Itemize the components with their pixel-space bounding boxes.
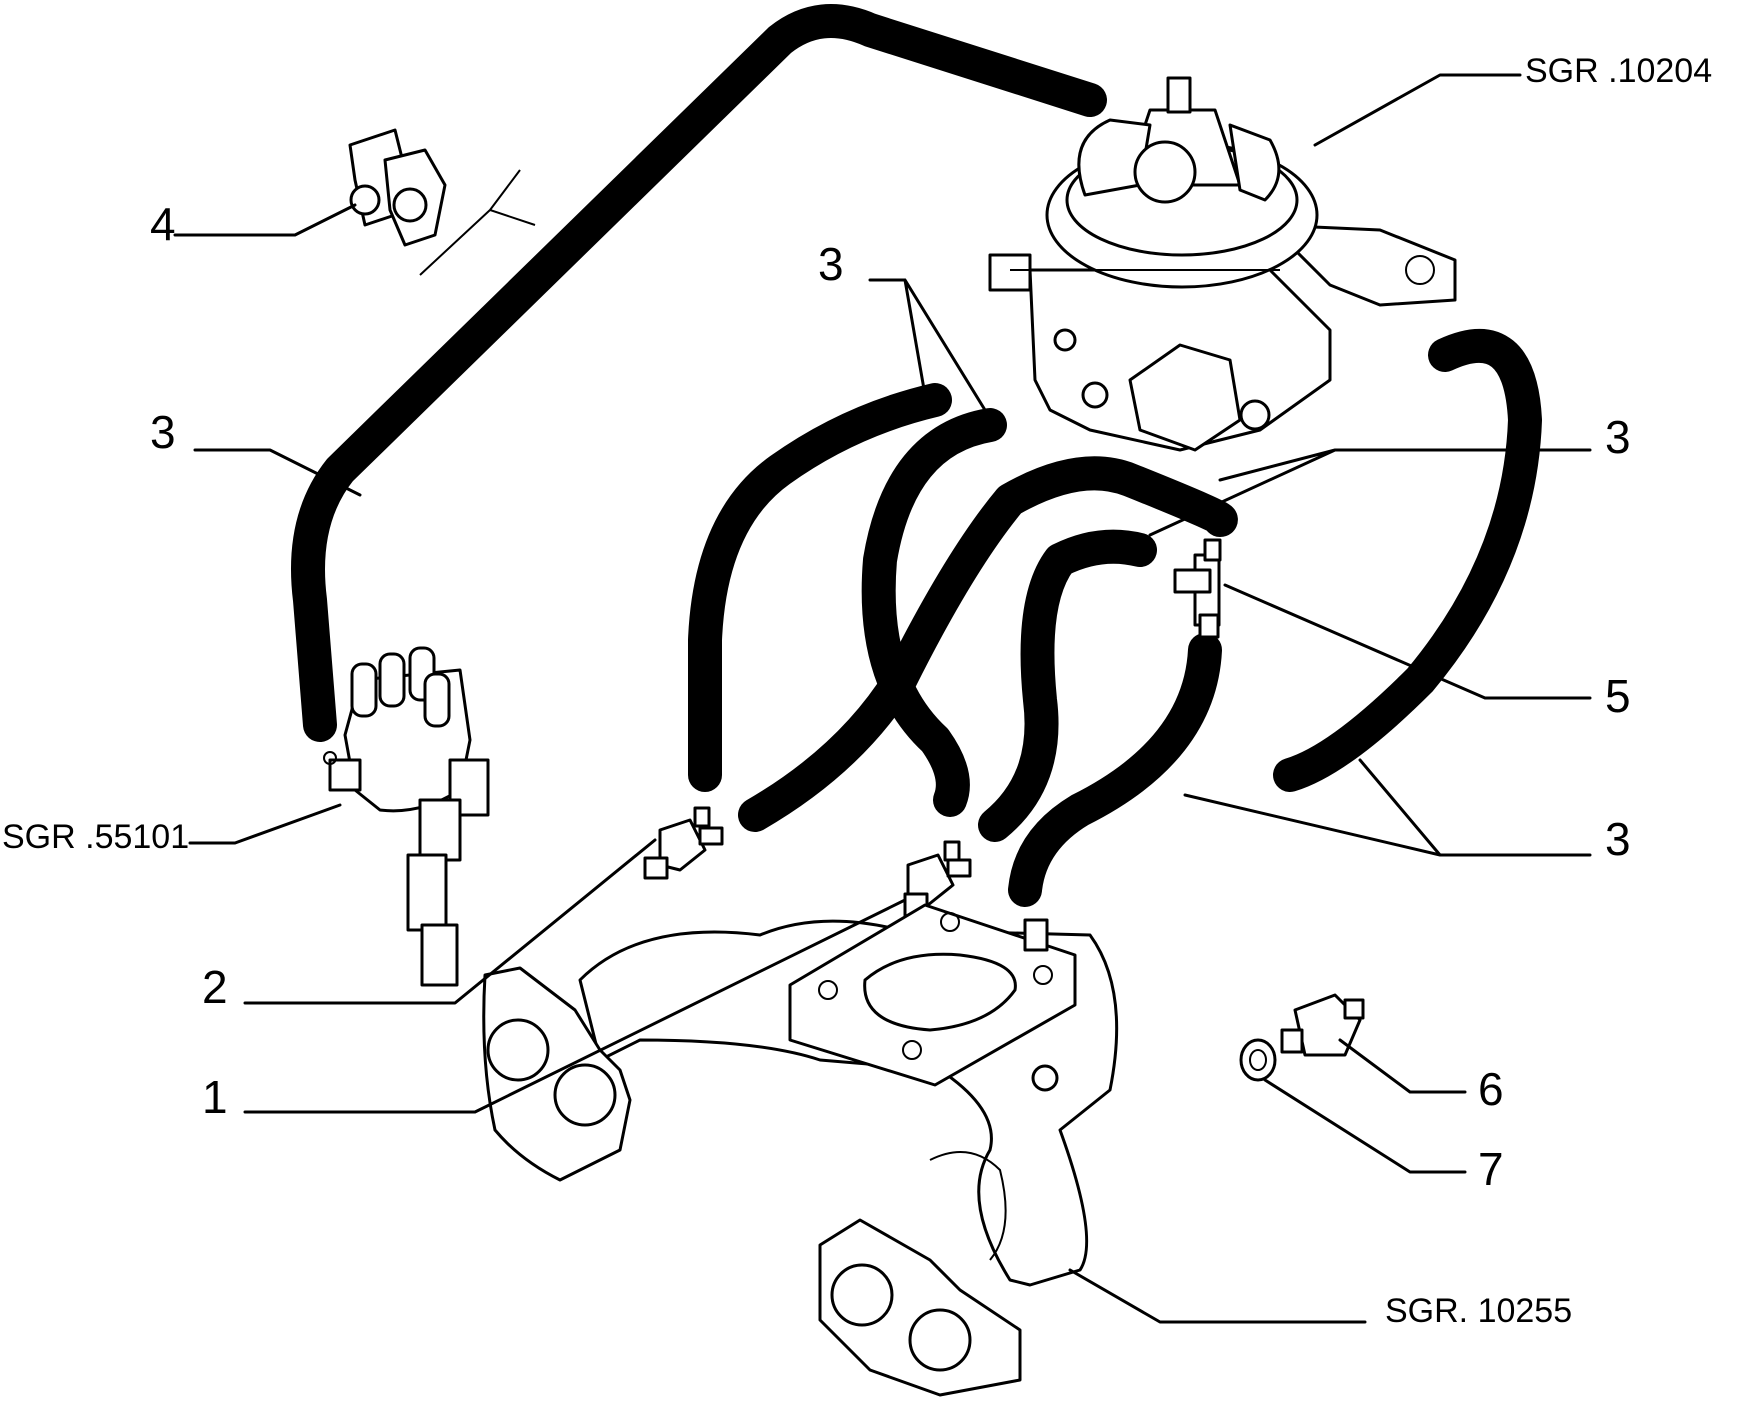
callout-3-left: 3: [150, 406, 176, 458]
callout-5: 5: [1605, 670, 1631, 722]
carburettor: [988, 76, 1457, 452]
hose-right-short: [1008, 633, 1222, 907]
reference-carburettor: SGR .10204: [1525, 52, 1712, 90]
callout-3-right-lower: 3: [1605, 813, 1631, 865]
callout-6: 6: [1478, 1063, 1504, 1115]
temperature-sensor-left: [643, 806, 724, 880]
hose-far-right: [1273, 329, 1542, 792]
distributor: [323, 646, 490, 987]
hose-curved-mid: [978, 529, 1157, 842]
callout-1: 1: [202, 1071, 228, 1123]
callout-3-right-upper: 3: [1605, 411, 1631, 463]
hose-long-distributor: [291, 4, 1107, 742]
t-connector: [1173, 538, 1222, 639]
reference-distributor: SGR .55101: [2, 818, 189, 856]
callout-4: 4: [150, 198, 176, 250]
pressure-switch: [1280, 993, 1365, 1057]
hose-clip: [348, 128, 536, 276]
hose-long-diagonal: [738, 456, 1238, 832]
callout-2: 2: [202, 961, 228, 1013]
reference-exhaust: SGR. 10255: [1385, 1292, 1572, 1330]
temperature-sensor-right: [903, 840, 972, 918]
callout-3-top: 3: [818, 238, 844, 290]
hose-s-center: [861, 408, 1007, 817]
callout-7: 7: [1478, 1143, 1504, 1195]
hose-left-center: [688, 383, 952, 792]
sealing-washer: [1239, 1038, 1277, 1082]
leader-lines: [173, 73, 1592, 1324]
intake-exhaust-manifold: [482, 903, 1119, 1397]
